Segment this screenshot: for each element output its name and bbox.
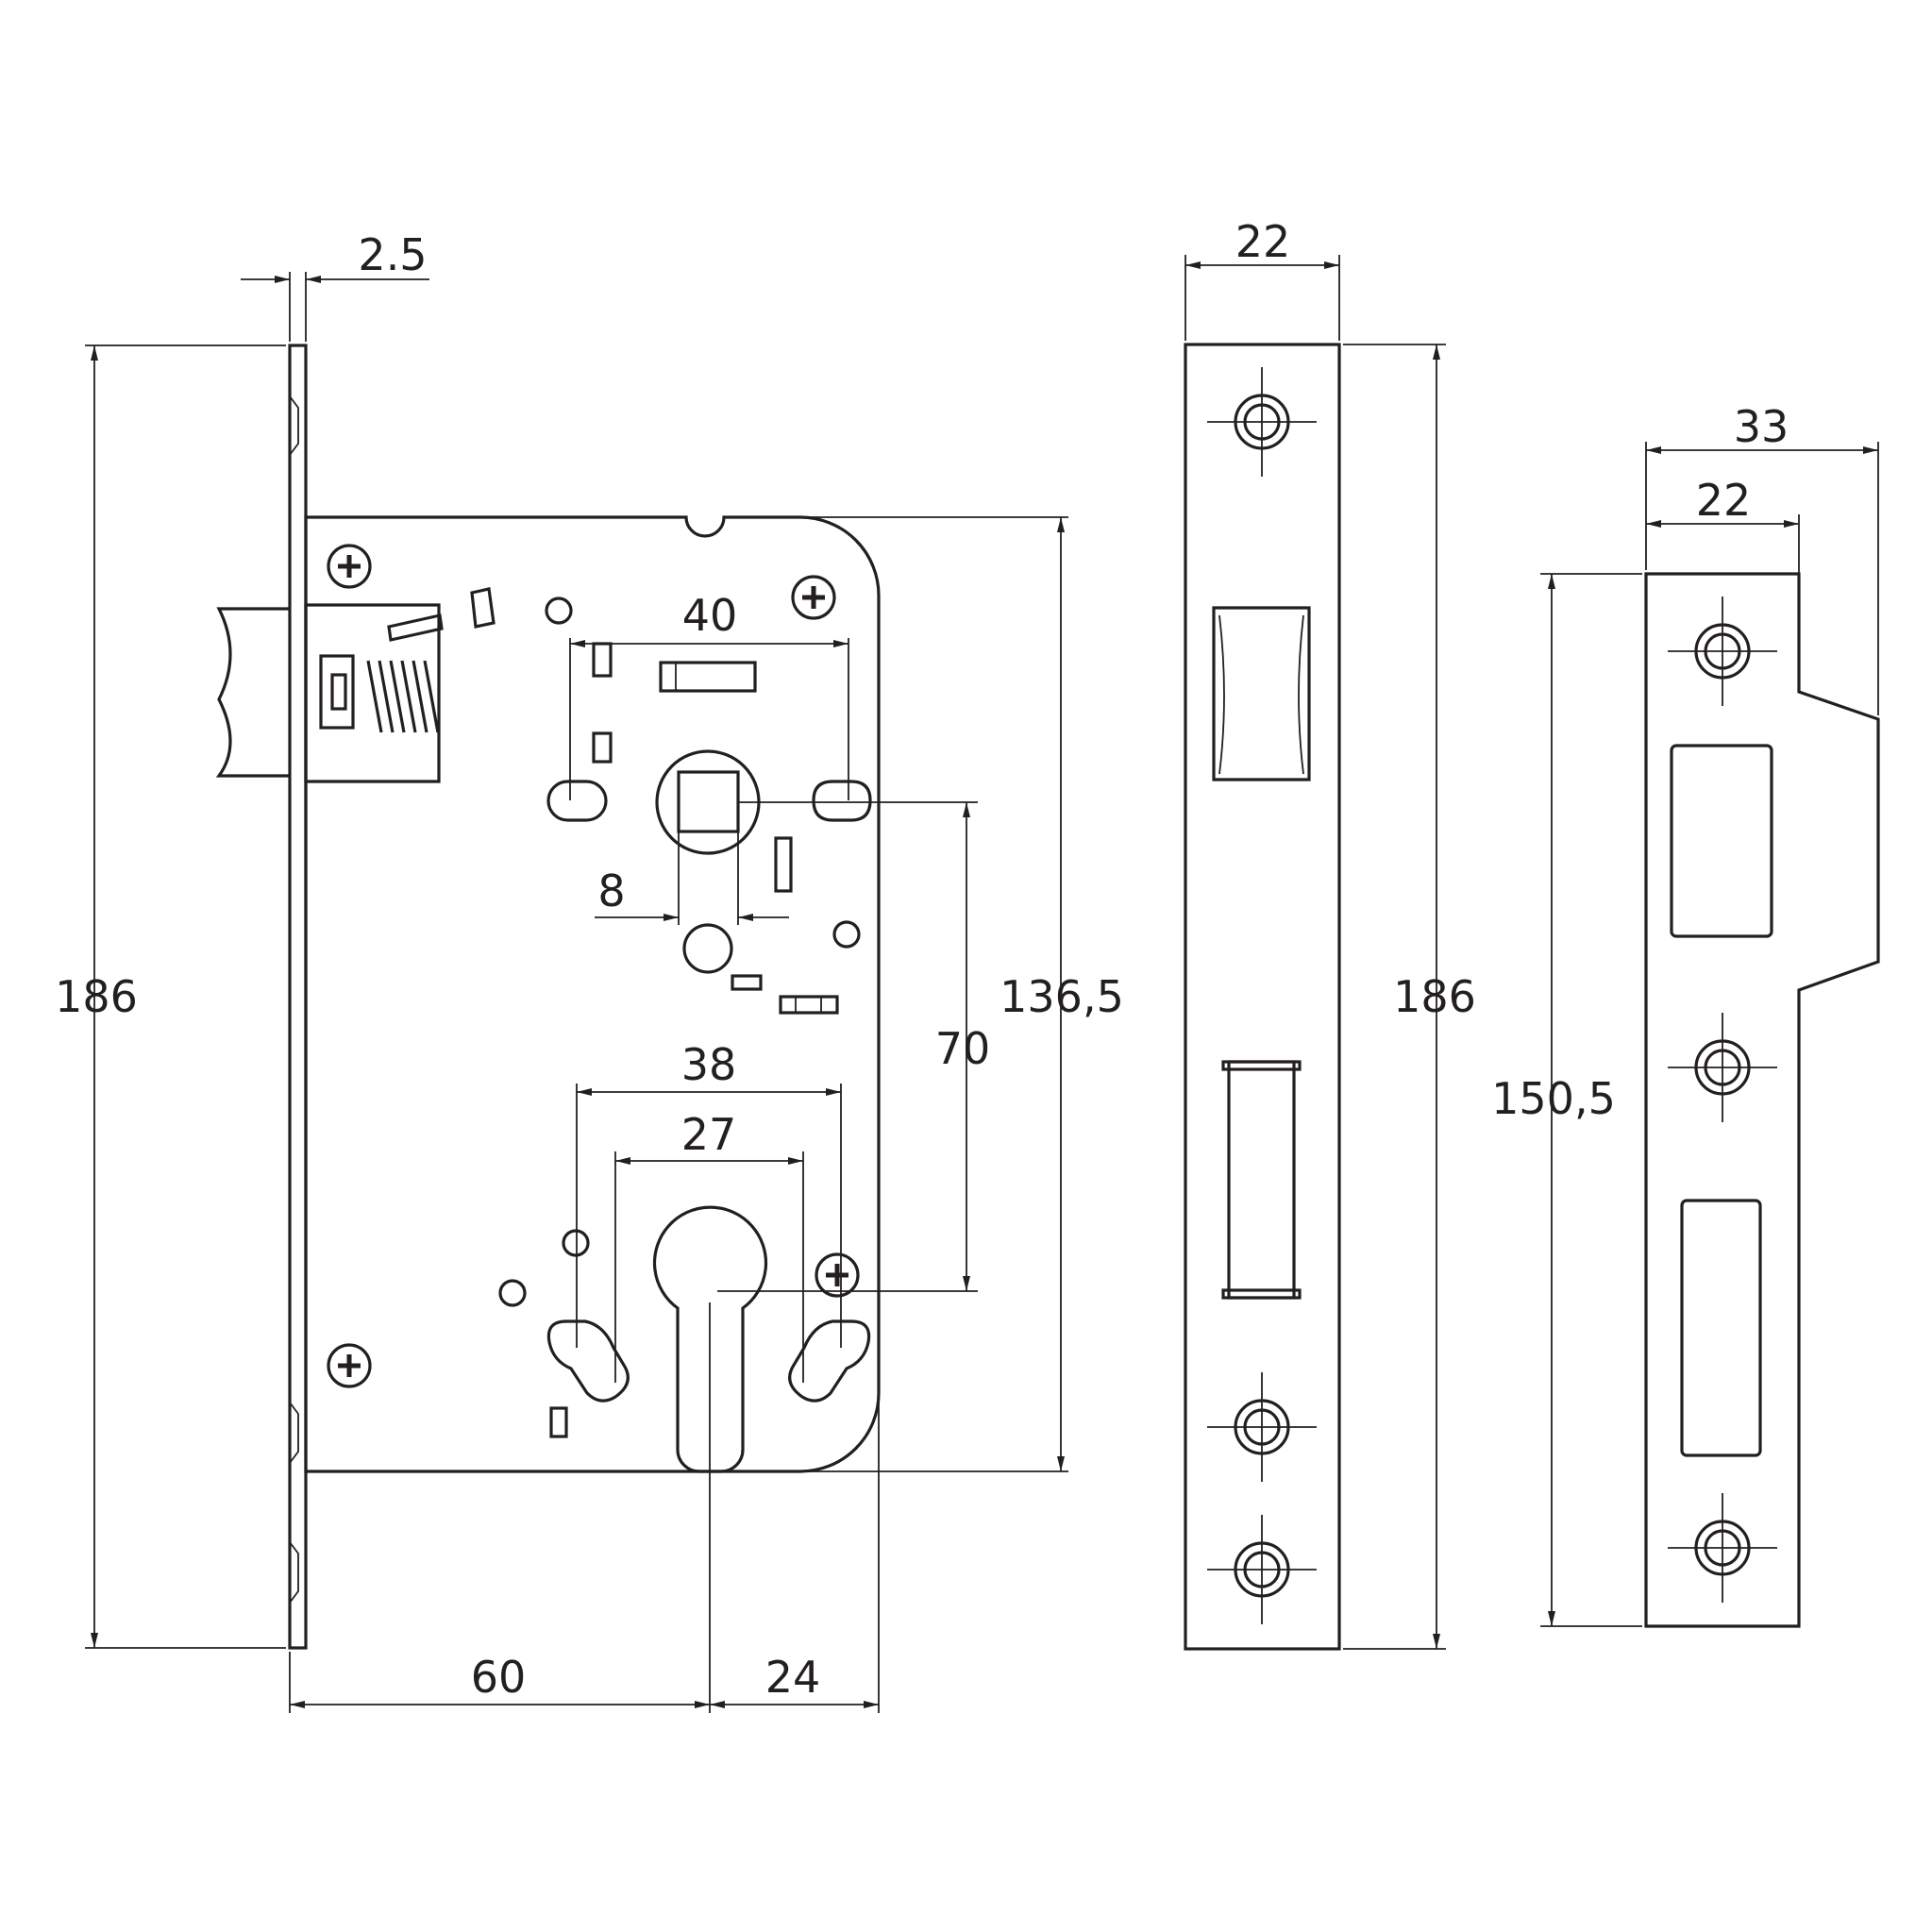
side-view-dimensions: 2.5 186 136,5 70 40 8 38 [55, 229, 1124, 1713]
dim-spindle-square: 8 [597, 865, 625, 916]
lock-body-side-view [215, 344, 881, 1650]
dim-backset: 60 [471, 1652, 527, 1703]
dim-faceplate-thickness: 2.5 [358, 229, 427, 280]
dim-striker-width-total: 33 [1734, 401, 1789, 452]
dim-follower-to-cylinder: 70 [935, 1023, 991, 1074]
deadbolt-opening [1221, 1060, 1302, 1300]
strike-latch-opening [1670, 744, 1773, 938]
dim-cylinder-to-case-edge: 24 [765, 1652, 821, 1703]
latch-bolt [215, 603, 444, 783]
faceplate-front-view [1184, 343, 1341, 1651]
dim-case-height: 136,5 [1000, 971, 1124, 1022]
dim-faceplate-width: 22 [1235, 216, 1291, 267]
strike-plate-dimensions: 33 22 150,5 [1491, 401, 1879, 1627]
dim-striker-height: 150,5 [1491, 1073, 1616, 1124]
dim-striker-width: 22 [1696, 475, 1752, 526]
dim-cylinder-hole-spacing-outer: 38 [681, 1039, 737, 1090]
latch-opening [1212, 606, 1311, 781]
dim-cylinder-hole-spacing-inner: 27 [681, 1109, 737, 1160]
strike-plate-view [1644, 572, 1880, 1628]
strike-plate-outline [1644, 572, 1880, 1628]
front-view-dimensions: 22 186 [1184, 216, 1476, 1650]
euro-cylinder-cutout [652, 1205, 768, 1473]
strike-bolt-opening [1680, 1199, 1762, 1457]
lock-case-outline [304, 515, 881, 1473]
dim-faceplate-height: 186 [55, 971, 138, 1022]
dim-faceplate-height-front: 186 [1393, 971, 1476, 1022]
dim-fixing-hole-spacing: 40 [682, 590, 738, 641]
faceplate-outline [1184, 343, 1341, 1651]
